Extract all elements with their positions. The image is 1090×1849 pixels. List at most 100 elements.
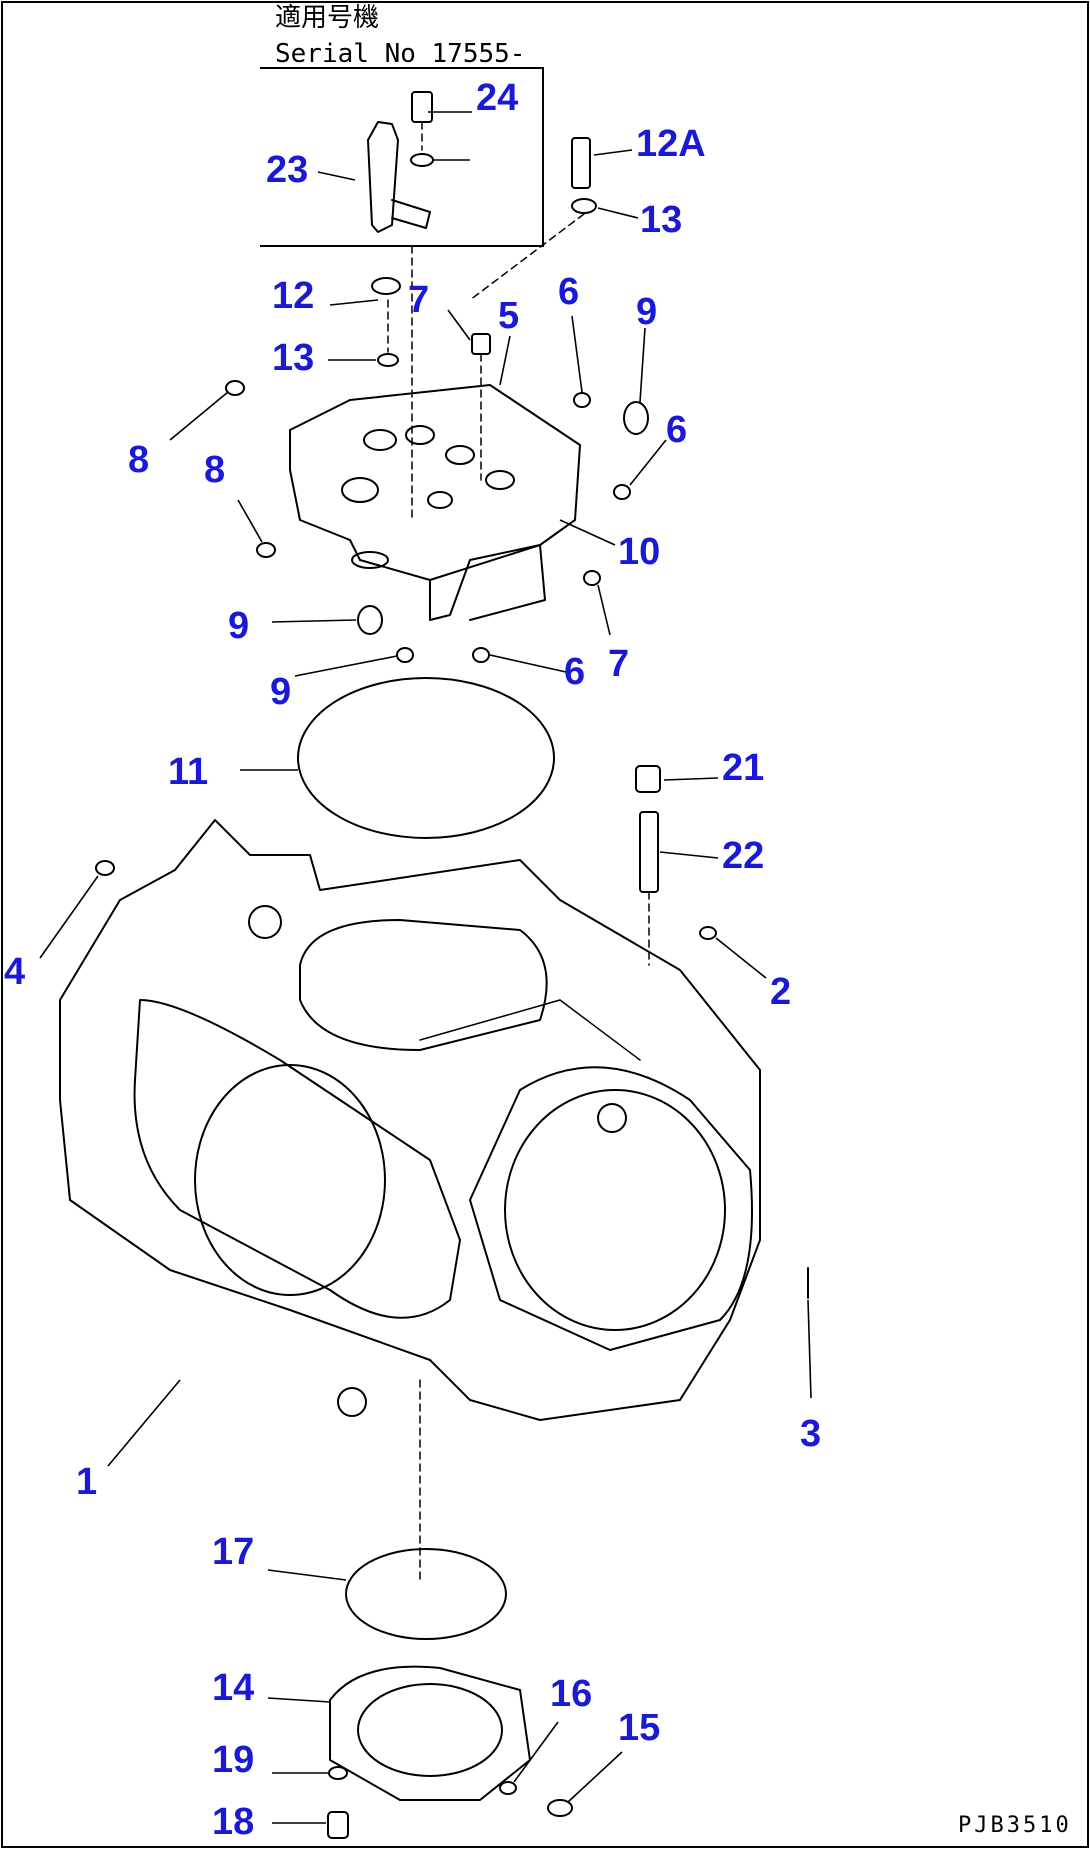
callout-21: 22 (722, 835, 764, 877)
leader-8-left-bottom (237, 499, 263, 543)
valve-port-2 (405, 425, 435, 445)
o-ring-11 (297, 677, 555, 839)
serial-note-line1: 適用号機 (275, 3, 379, 33)
drawing-code: PJB3510 (958, 1813, 1072, 1838)
leader-12 (329, 299, 379, 306)
valve-port-3 (445, 445, 475, 465)
valve-port-5 (341, 477, 379, 503)
leader-15 (567, 1751, 623, 1803)
washer-19 (328, 1766, 348, 1780)
plug-6-bottom (472, 647, 490, 663)
housing-top-opening (299, 919, 548, 1051)
serial-note: 適用号機 Serial No 17555- (260, 3, 544, 247)
plug-7-right (583, 570, 601, 586)
callout-4: 4 (4, 951, 25, 993)
stud-21 (639, 811, 659, 893)
callout-11: 11 (168, 751, 208, 793)
housing-outline (59, 819, 761, 1421)
leader-7-top (447, 309, 471, 341)
leader-6-top (571, 315, 583, 393)
washer-13-top (571, 198, 597, 214)
callout-16: 16 (550, 1673, 592, 1715)
callout-10: 10 (618, 531, 660, 573)
housing-right-face (469, 1066, 753, 1351)
callout-13: 13 (272, 337, 314, 379)
o-ring-17 (345, 1548, 507, 1640)
bolt-20-21 (635, 765, 661, 966)
valve-body-front-block (429, 544, 546, 621)
leader-2 (715, 937, 767, 979)
housing-boss-1 (248, 905, 282, 939)
callout-15: 15 (618, 1707, 660, 1749)
housing-rib (419, 999, 641, 1061)
cover-14 (329, 1665, 531, 1801)
callout-5: 5 (498, 295, 519, 337)
serial-note-box (260, 67, 544, 247)
leader-8-bottom (294, 655, 398, 677)
leader-20 (663, 777, 719, 781)
plug-8-left-bottom (256, 542, 276, 558)
callout-12a: 12A (636, 123, 706, 165)
leader-1 (107, 1379, 181, 1467)
plug-4 (95, 860, 115, 876)
nut-20 (635, 765, 661, 793)
inset-parts (367, 91, 434, 521)
leader-14 (267, 1697, 331, 1703)
callout-1: 1 (76, 1461, 97, 1503)
valve-body (225, 380, 649, 663)
bolt-18 (327, 1811, 349, 1839)
callout-8-left-top: 8 (128, 439, 149, 481)
leader-9-right (639, 327, 646, 403)
callout-3: 3 (800, 1413, 821, 1455)
leader-21 (659, 851, 719, 859)
leader-10 (559, 519, 616, 546)
callout-6-right: 6 (666, 409, 687, 451)
plug-6-right (613, 484, 631, 500)
valve-port-4 (485, 470, 515, 490)
housing-boss-2 (597, 1103, 627, 1133)
housing-1 (59, 819, 809, 1581)
callout-20: 21 (722, 747, 764, 789)
plug-7-top (471, 333, 491, 355)
callout-9-lower: 9 (228, 605, 249, 647)
cover-14-bore (357, 1683, 503, 1777)
valve-body-outline (289, 384, 581, 621)
plug-9-lower (357, 605, 383, 635)
leader-9-lower (271, 619, 357, 623)
leader-8-left-top (169, 391, 229, 441)
bottom-parts (327, 1548, 573, 1839)
bracket-22 (367, 121, 399, 233)
leader-4 (39, 875, 99, 959)
callout-7-right: 7 (608, 643, 629, 685)
callout-6-bottom: 6 (564, 651, 585, 693)
bolt-12a (571, 137, 591, 189)
housing-boss-3 (337, 1387, 367, 1417)
callout-18: 18 (212, 1801, 254, 1843)
callout-8-left-bottom: 8 (204, 449, 225, 491)
washer-13 (377, 353, 399, 367)
callout-14: 14 (212, 1667, 254, 1709)
valve-port-1 (363, 429, 397, 451)
plug-6-top (573, 392, 591, 408)
leader-16 (513, 1721, 559, 1783)
callout-17: 17 (212, 1531, 254, 1573)
plug-8-left-top (225, 380, 245, 396)
leader-6-right (629, 439, 667, 486)
callout-19: 19 (212, 1739, 254, 1781)
callout-12: 12 (272, 275, 314, 317)
bolt-15 (547, 1799, 573, 1817)
callout-7-top: 7 (408, 279, 429, 321)
plug-12 (371, 277, 401, 295)
bolt-23 (411, 91, 433, 123)
housing-left-bore (194, 1064, 386, 1296)
callout-23: 24 (476, 77, 518, 119)
washer-16 (499, 1781, 517, 1795)
bracket-22-foot (391, 199, 431, 229)
valve-cap-9 (351, 551, 389, 569)
callout-2: 2 (770, 971, 791, 1013)
leader-13-top (597, 207, 639, 219)
leader-12a (593, 149, 633, 156)
housing-left-face (133, 999, 461, 1319)
